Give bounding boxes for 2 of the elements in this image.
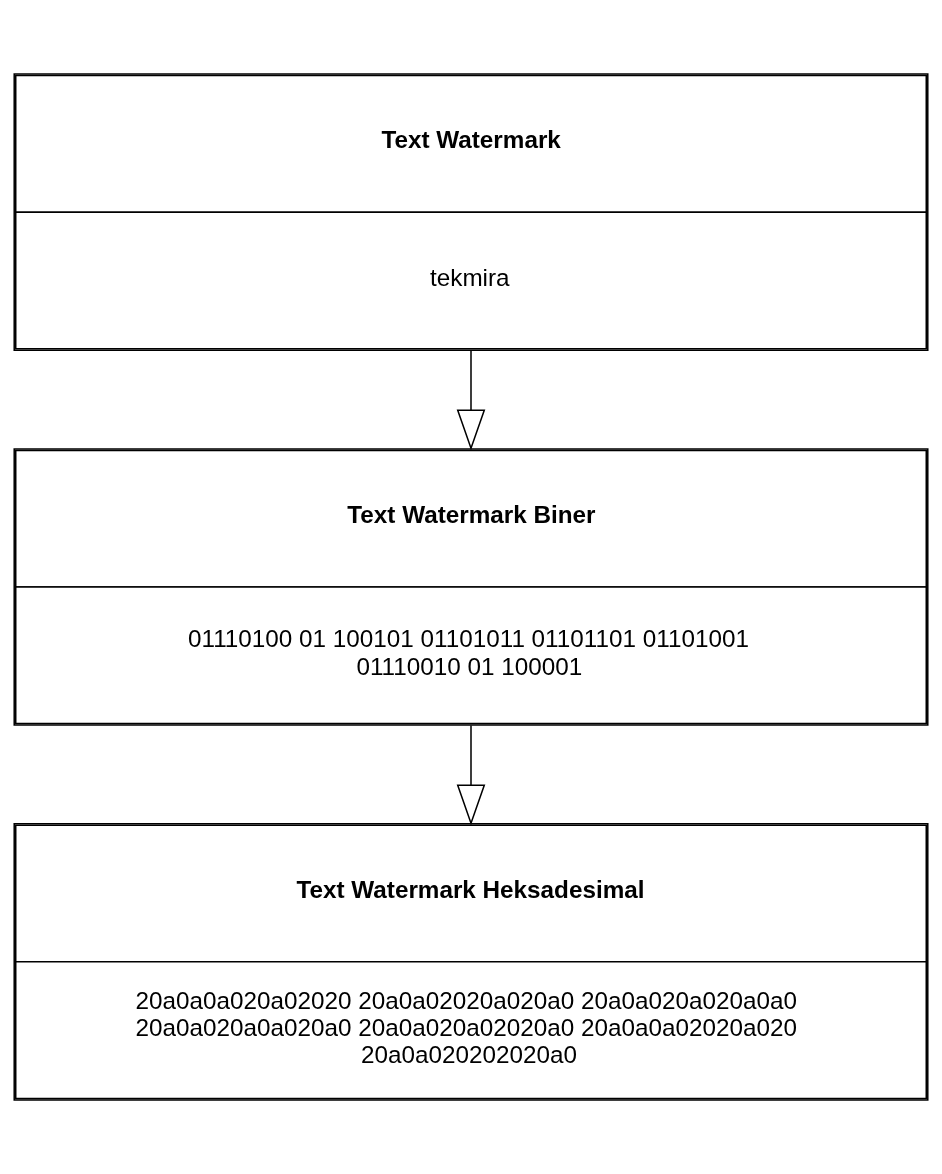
arrow	[456, 724, 486, 826]
arrow	[456, 349, 486, 451]
